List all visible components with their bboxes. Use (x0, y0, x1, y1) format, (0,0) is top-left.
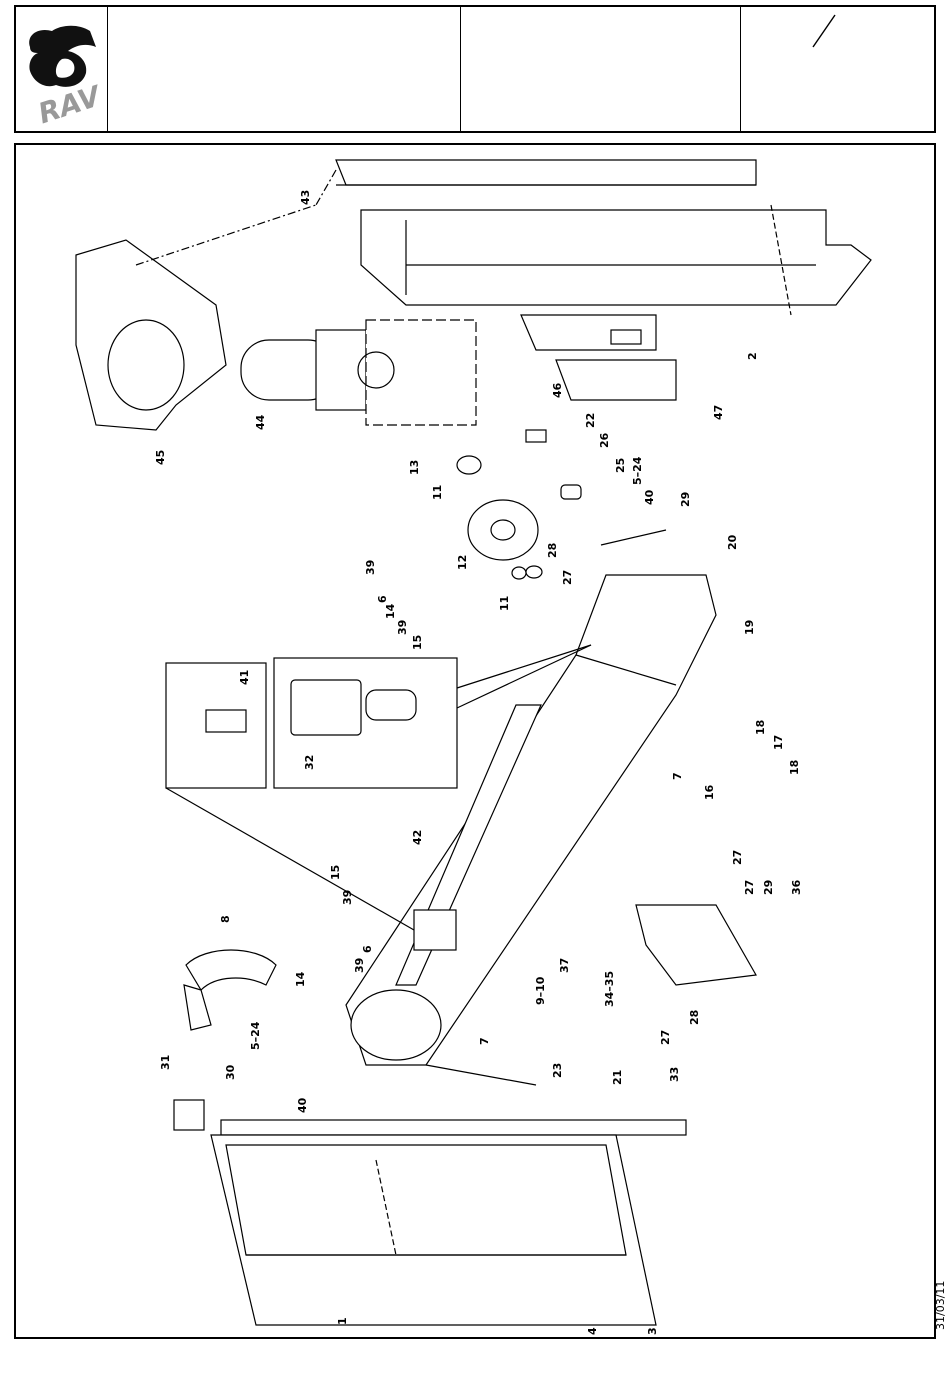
callout-21: 21 (611, 1070, 624, 1085)
callout-39c: 39 (341, 890, 354, 905)
callout-29a: 29 (679, 492, 692, 507)
code-field (461, 7, 741, 131)
callout-41: 41 (238, 670, 251, 685)
callout-30: 30 (224, 1064, 237, 1080)
title-field (108, 7, 461, 131)
callout-43: 43 (299, 190, 312, 205)
callout-7a: 7 (671, 772, 684, 780)
callout-12: 12 (456, 555, 469, 570)
callout-15a: 15 (411, 635, 424, 650)
callout-42: 42 (411, 830, 424, 845)
pulley-part (457, 430, 666, 579)
callout-8: 8 (219, 915, 232, 923)
inset-41 (166, 663, 266, 788)
callout-3: 3 (646, 1327, 659, 1335)
revision-field (741, 7, 934, 131)
callout-5-24a: 5–24 (631, 456, 644, 485)
callout-33: 33 (668, 1067, 681, 1082)
callout-14a: 14 (384, 603, 397, 619)
logo-cell: RAV (16, 7, 108, 131)
callout-17: 17 (772, 735, 785, 750)
callout-7b: 7 (478, 1037, 491, 1045)
callout-4: 4 (586, 1327, 599, 1335)
callout-14b: 14 (294, 971, 307, 987)
callout-6a: 6 (376, 595, 389, 603)
callout-1: 1 (336, 1317, 349, 1325)
callout-39a: 39 (364, 560, 377, 575)
callout-27a: 27 (561, 570, 574, 585)
callout-37: 37 (558, 958, 571, 973)
callout-40a: 40 (643, 489, 656, 505)
exploded-drawing: 43 2 46 47 44 45 22 26 25 5–24 40 29 13 … (14, 143, 936, 1339)
inset-32 (274, 658, 457, 788)
callout-23: 23 (551, 1063, 564, 1078)
callout-44: 44 (254, 414, 267, 430)
callout-19: 19 (743, 620, 756, 635)
callout-26: 26 (598, 432, 611, 448)
callout-39b: 39 (396, 620, 409, 635)
callout-6b: 6 (361, 945, 374, 953)
callout-27c: 27 (743, 880, 756, 895)
callout-11b: 11 (498, 596, 511, 611)
callout-39d: 39 (353, 958, 366, 973)
callout-25: 25 (614, 458, 627, 473)
rav-logo: RAV (16, 7, 106, 133)
callout-40b: 40 (296, 1097, 309, 1113)
callout-34-35: 34–35 (603, 971, 616, 1007)
arm-part (346, 575, 716, 1085)
revision-slash (805, 13, 845, 49)
callout-36: 36 (790, 879, 803, 895)
callout-32: 32 (303, 755, 316, 770)
callout-27b: 27 (731, 850, 744, 865)
callout-11a: 11 (431, 485, 444, 500)
callout-9-10: 9–10 (534, 976, 547, 1005)
callout-29b: 29 (762, 880, 775, 895)
callout-16: 16 (703, 784, 716, 800)
callout-18b: 18 (788, 760, 801, 775)
callout-5-24b: 5–24 (249, 1021, 262, 1050)
callout-46: 46 (551, 382, 564, 398)
drawing-svg: 43 2 46 47 44 45 22 26 25 5–24 40 29 13 … (16, 145, 938, 1341)
callout-27d: 27 (659, 1030, 672, 1045)
callout-20: 20 (726, 534, 739, 550)
svg-text:RAV: RAV (34, 79, 106, 131)
drawing-date: 31/03/11 (934, 1281, 947, 1330)
callout-15b: 15 (329, 865, 342, 880)
callout-13: 13 (408, 460, 421, 475)
title-block: RAV (14, 5, 936, 133)
callout-28b: 28 (688, 1010, 701, 1025)
callout-45: 45 (154, 450, 167, 465)
callout-18a: 18 (754, 720, 767, 735)
callout-31: 31 (159, 1055, 172, 1070)
inset-marker (414, 910, 456, 950)
callout-22: 22 (584, 413, 597, 428)
callout-2: 2 (746, 352, 759, 360)
callout-28a: 28 (546, 543, 559, 558)
callout-47: 47 (712, 405, 725, 420)
